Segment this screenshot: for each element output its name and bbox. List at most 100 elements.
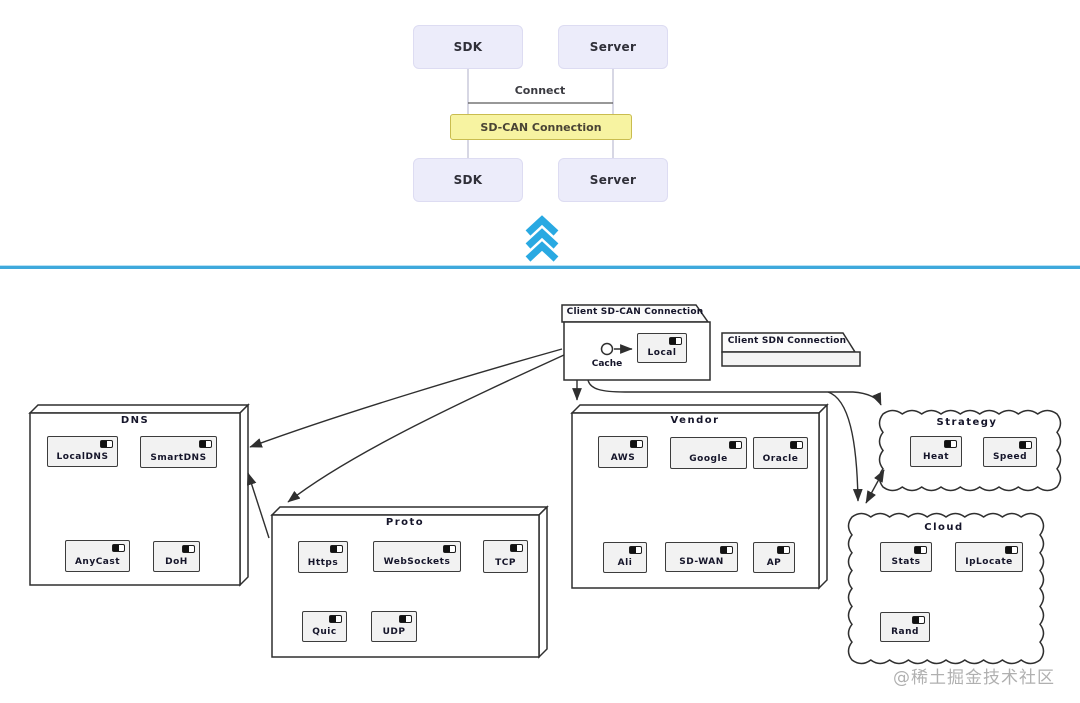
component-label: DoH <box>165 557 188 567</box>
component-rand: Rand <box>880 612 930 642</box>
component-icon <box>944 440 957 448</box>
component-label: IpLocate <box>965 557 1013 567</box>
arrow-client-to-dns <box>249 348 563 448</box>
component-label: Google <box>689 454 728 464</box>
component-google: Google <box>670 437 747 469</box>
strategy-title: Strategy <box>936 417 998 428</box>
component-ali: Ali <box>603 542 647 573</box>
component-label: SD-WAN <box>679 557 724 567</box>
component-label: Rand <box>891 627 919 637</box>
component-label: Speed <box>992 452 1028 462</box>
component-speed: Speed <box>983 437 1037 467</box>
component-local: Local <box>637 333 687 363</box>
component-label: Local <box>647 348 677 358</box>
sdk-bottom-node: SDK <box>413 158 523 202</box>
server-top-label: Server <box>589 40 637 54</box>
connect-label: Connect <box>514 84 566 97</box>
component-icon <box>1005 546 1018 554</box>
strategy-cloud-shape <box>878 409 1062 492</box>
component-icon <box>912 616 925 624</box>
component-icon <box>729 441 742 449</box>
component-icon <box>199 440 212 448</box>
component-websockets: WebSockets <box>373 541 461 572</box>
watermark: @稀土掘金技术社区 <box>893 668 1055 688</box>
component-label: Heat <box>922 452 949 462</box>
server-bottom-node: Server <box>558 158 668 202</box>
proto-title: Proto <box>385 517 425 528</box>
component-icon <box>510 544 523 552</box>
cloud-cloud-shape <box>847 512 1045 665</box>
vendor-title: Vendor <box>670 415 720 426</box>
component-label: WebSockets <box>383 557 451 567</box>
component-label: Https <box>307 558 339 568</box>
component-label: AnyCast <box>74 557 121 567</box>
component-label: Stats <box>891 557 921 567</box>
sdn-banner-title: Client SDN Connection <box>727 336 847 346</box>
component-icon <box>330 545 343 553</box>
arrow-client-to-proto <box>287 354 565 503</box>
triple-chevron-up-icon <box>525 215 559 262</box>
component-icon <box>329 615 342 623</box>
component-ap: AP <box>753 542 795 573</box>
component-label: TCP <box>495 558 516 568</box>
component-icon <box>443 545 456 553</box>
component-heat: Heat <box>910 436 962 467</box>
client-package-title: Client SD-CAN Connection <box>566 307 704 317</box>
component-icon <box>790 441 803 449</box>
component-iplocate: IpLocate <box>955 542 1023 572</box>
flow-connector-lines <box>467 69 614 158</box>
sdk-top-label: SDK <box>453 40 483 54</box>
component-quic: Quic <box>302 611 347 642</box>
component-icon <box>720 546 733 554</box>
server-top-node: Server <box>558 25 668 69</box>
component-label: Quic <box>312 627 337 637</box>
divider-highlight <box>0 265 1080 266</box>
component-icon <box>112 544 125 552</box>
component-https: Https <box>298 541 348 573</box>
component-icon <box>777 546 790 554</box>
component-smartdns: SmartDNS <box>140 436 217 468</box>
component-aws: AWS <box>598 436 648 468</box>
component-icon <box>630 440 643 448</box>
sdk-bottom-label: SDK <box>453 173 483 187</box>
sd-can-connection-box: SD-CAN Connection <box>450 114 632 140</box>
component-sd-wan: SD-WAN <box>665 542 738 572</box>
dns-title: DNS <box>120 415 150 426</box>
component-icon <box>182 545 195 553</box>
component-icon <box>629 546 642 554</box>
component-icon <box>100 440 113 448</box>
arrow-client-to-strategy <box>587 379 882 406</box>
component-doh: DoH <box>153 541 200 572</box>
component-label: AP <box>766 558 782 568</box>
component-label: LocalDNS <box>56 452 109 462</box>
arrow-strategy-cloud-bidirectional <box>865 469 885 504</box>
sdn-banner-shape <box>721 332 861 367</box>
section-divider <box>0 266 1080 269</box>
component-oracle: Oracle <box>753 437 808 469</box>
component-udp: UDP <box>371 611 417 642</box>
cache-label: Cache <box>591 359 623 369</box>
component-label: SmartDNS <box>150 453 207 463</box>
component-anycast: AnyCast <box>65 540 130 572</box>
component-localdns: LocalDNS <box>47 436 118 467</box>
relationship-arrows <box>246 348 885 539</box>
arrow-proto-to-dns <box>246 472 270 539</box>
component-label: Oracle <box>762 454 799 464</box>
component-label: UDP <box>382 627 406 637</box>
component-stats: Stats <box>880 542 932 572</box>
component-icon <box>1019 441 1032 449</box>
cache-interface-circle <box>600 342 614 356</box>
dns-node-shape <box>28 403 250 587</box>
component-label: Ali <box>617 558 633 568</box>
cloud-title: Cloud <box>924 522 964 533</box>
sdk-top-node: SDK <box>413 25 523 69</box>
sd-can-connection-label: SD-CAN Connection <box>480 120 602 134</box>
component-tcp: TCP <box>483 540 528 573</box>
arrow-client-to-cloud <box>827 391 863 502</box>
component-label: AWS <box>610 453 636 463</box>
component-icon <box>914 546 927 554</box>
component-icon <box>669 337 682 345</box>
component-icon <box>399 615 412 623</box>
